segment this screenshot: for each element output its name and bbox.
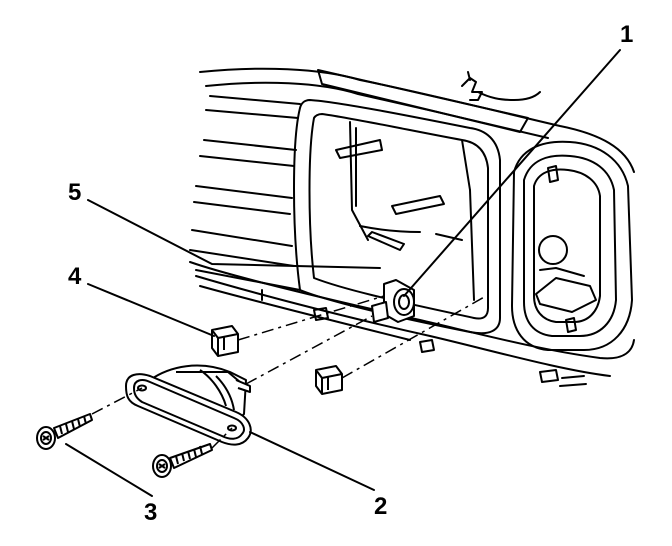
grille-assembly: [189, 67, 635, 387]
callout-4: 4: [68, 263, 82, 290]
leader-line-1: [403, 49, 621, 297]
leader-line-5: [87, 199, 381, 269]
screw-right: [152, 443, 213, 478]
leader-lines: [65, 49, 621, 497]
callout-1: 1: [620, 21, 633, 48]
callout-3: 3: [144, 499, 157, 526]
bulb-socket: [371, 279, 415, 323]
callout-2: 2: [374, 493, 387, 520]
speed-nut-upper: [211, 325, 239, 357]
alignment-lines: [91, 295, 487, 449]
speed-nut-lower: [315, 365, 343, 395]
leader-line-3: [65, 443, 153, 497]
callout-5: 5: [68, 179, 81, 206]
screw-left: [36, 413, 93, 450]
leader-line-2: [249, 431, 375, 491]
side-marker-lamp: [125, 364, 252, 446]
leader-line-4: [87, 283, 215, 337]
